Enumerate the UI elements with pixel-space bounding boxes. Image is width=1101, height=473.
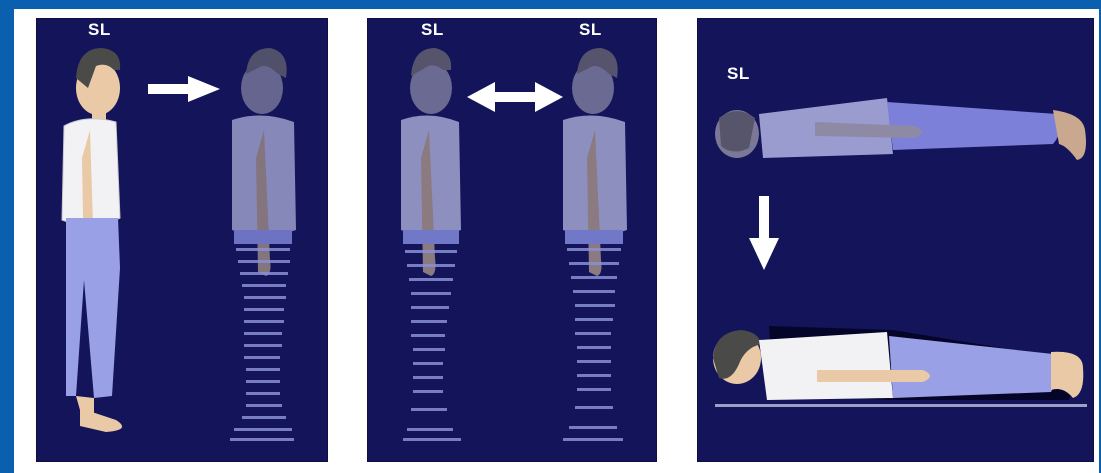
lying-person-ghost [715, 98, 1086, 160]
panel-lying-down: SL [697, 18, 1094, 462]
ghost-leg-stripes [230, 248, 294, 441]
panel-ghost-comparison: SL SL [367, 18, 657, 462]
double-arrow-icon [467, 82, 563, 112]
standing-person-solid [62, 48, 122, 432]
ghost-person-right-stripes [563, 248, 623, 441]
ghost-person-right [563, 48, 627, 276]
lying-person-solid [713, 326, 1087, 407]
panel-2-illustration [367, 18, 657, 462]
ghost-person-left-stripes [403, 250, 461, 441]
ghost-person-left [401, 48, 461, 276]
standing-person-ghost [232, 48, 296, 276]
arrow-down-icon [749, 196, 779, 270]
panel-3-illustration [697, 18, 1094, 462]
arrow-right-icon [148, 76, 220, 102]
panel-1-illustration [36, 18, 328, 462]
panel-standing-to-projection: SL [36, 18, 328, 462]
